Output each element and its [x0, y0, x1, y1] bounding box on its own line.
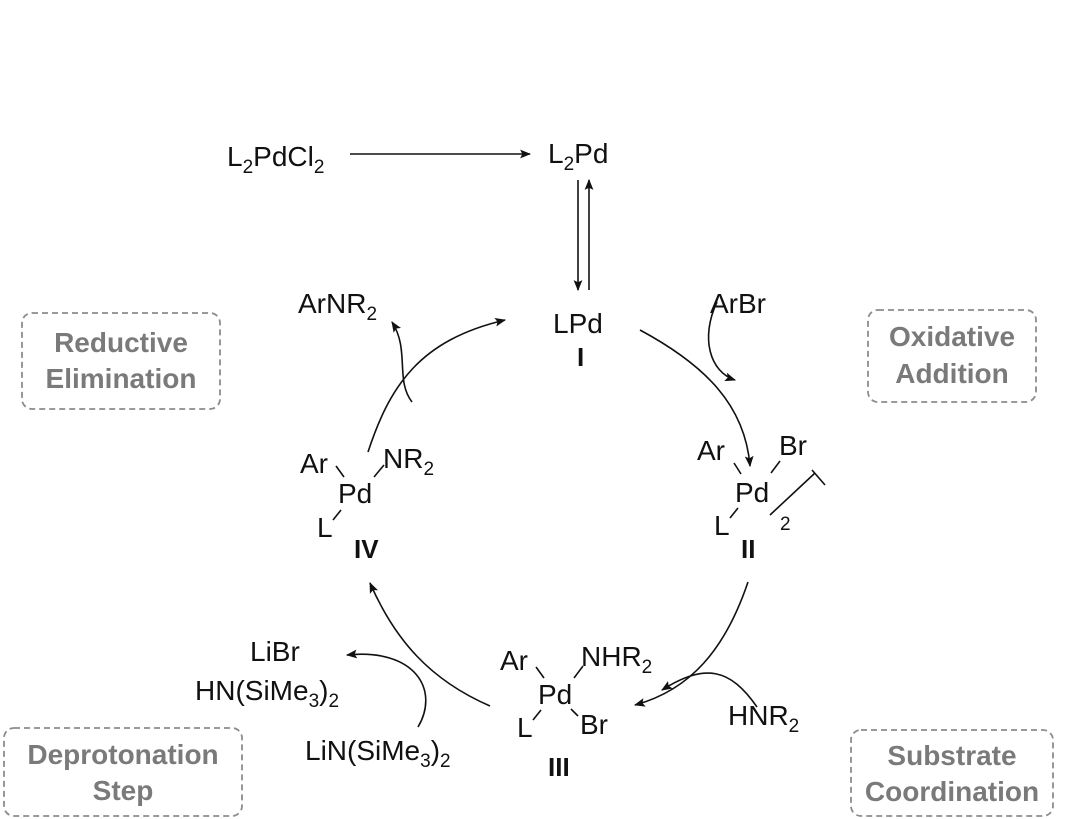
- compound-number-ii: II: [741, 534, 755, 564]
- oxidative-addition-line1: Oxidative: [889, 321, 1015, 352]
- compound-number-i: I: [577, 342, 584, 372]
- oxidative-addition-arc: [639, 329, 754, 468]
- compound-number-iii: III: [548, 752, 570, 782]
- precatalyst-formula: L2PdCl2: [227, 141, 324, 178]
- arnr2-formula: ArNR2: [298, 288, 377, 325]
- hnr2-formula: HNR2: [728, 700, 799, 737]
- complex-ii-pd: Pd: [735, 477, 769, 508]
- complex-iii-nhr2: NHR2: [581, 641, 652, 678]
- hmds-formula: HN(SiMe3)2: [195, 675, 339, 712]
- reductive-elimination-box: Reductive Elimination: [21, 312, 221, 410]
- arnr2-release-arrow: [391, 321, 413, 403]
- arbr-label: ArBr: [710, 288, 766, 319]
- complex-iv: Ar NR2 Pd L IV: [300, 443, 434, 564]
- complex-iv-nr2: NR2: [383, 443, 434, 480]
- substrate-coordination-box: Substrate Coordination: [850, 729, 1054, 817]
- complex-ii-ar: Ar: [697, 435, 725, 466]
- complex-ii-dimer-subscript: 2: [780, 514, 791, 535]
- coordination-arc: [633, 581, 749, 707]
- substrate-coordination-line2: Coordination: [865, 776, 1039, 807]
- lpd-label: LPd: [553, 308, 603, 339]
- deprotonation-line1: Deprotonation: [27, 739, 218, 770]
- complex-ii-l: L: [714, 510, 730, 541]
- hnr2-entry-arrow: [661, 672, 758, 708]
- complex-iii-pd: Pd: [538, 679, 572, 710]
- complex-iii-br: Br: [580, 709, 608, 740]
- arbr-entry-arrow: [707, 301, 737, 382]
- lihmds-formula: LiN(SiMe3)2: [305, 735, 451, 772]
- compound-number-iv: IV: [354, 534, 379, 564]
- complex-ii-br: Br: [779, 430, 807, 461]
- complex-iv-l: L: [317, 512, 333, 543]
- deprotonation-arc: [369, 581, 491, 707]
- lihmds-exchange-arrow: [345, 649, 427, 728]
- oxidative-addition-line2: Addition: [895, 358, 1009, 389]
- complex-iv-ar: Ar: [300, 448, 328, 479]
- complex-iii-ar: Ar: [500, 645, 528, 676]
- complex-iii-l: L: [517, 712, 533, 743]
- dimer-bracket-line: [769, 472, 816, 516]
- reductive-elimination-line2: Elimination: [46, 363, 197, 394]
- complex-iv-pd: Pd: [338, 478, 372, 509]
- libr-label: LiBr: [250, 636, 300, 667]
- reductive-elimination-arc: [367, 317, 507, 453]
- complex-iii: Ar NHR2 Pd L Br III: [500, 641, 652, 782]
- deprotonation-line2: Step: [93, 775, 154, 806]
- deprotonation-box: Deprotonation Step: [3, 727, 243, 817]
- substrate-coordination-line1: Substrate: [887, 740, 1016, 771]
- oxidative-addition-box: Oxidative Addition: [867, 309, 1037, 403]
- l2pd-formula: L2Pd: [548, 138, 608, 175]
- complex-ii: Ar Br Pd L 2 II: [697, 430, 826, 564]
- reductive-elimination-line1: Reductive: [54, 327, 188, 358]
